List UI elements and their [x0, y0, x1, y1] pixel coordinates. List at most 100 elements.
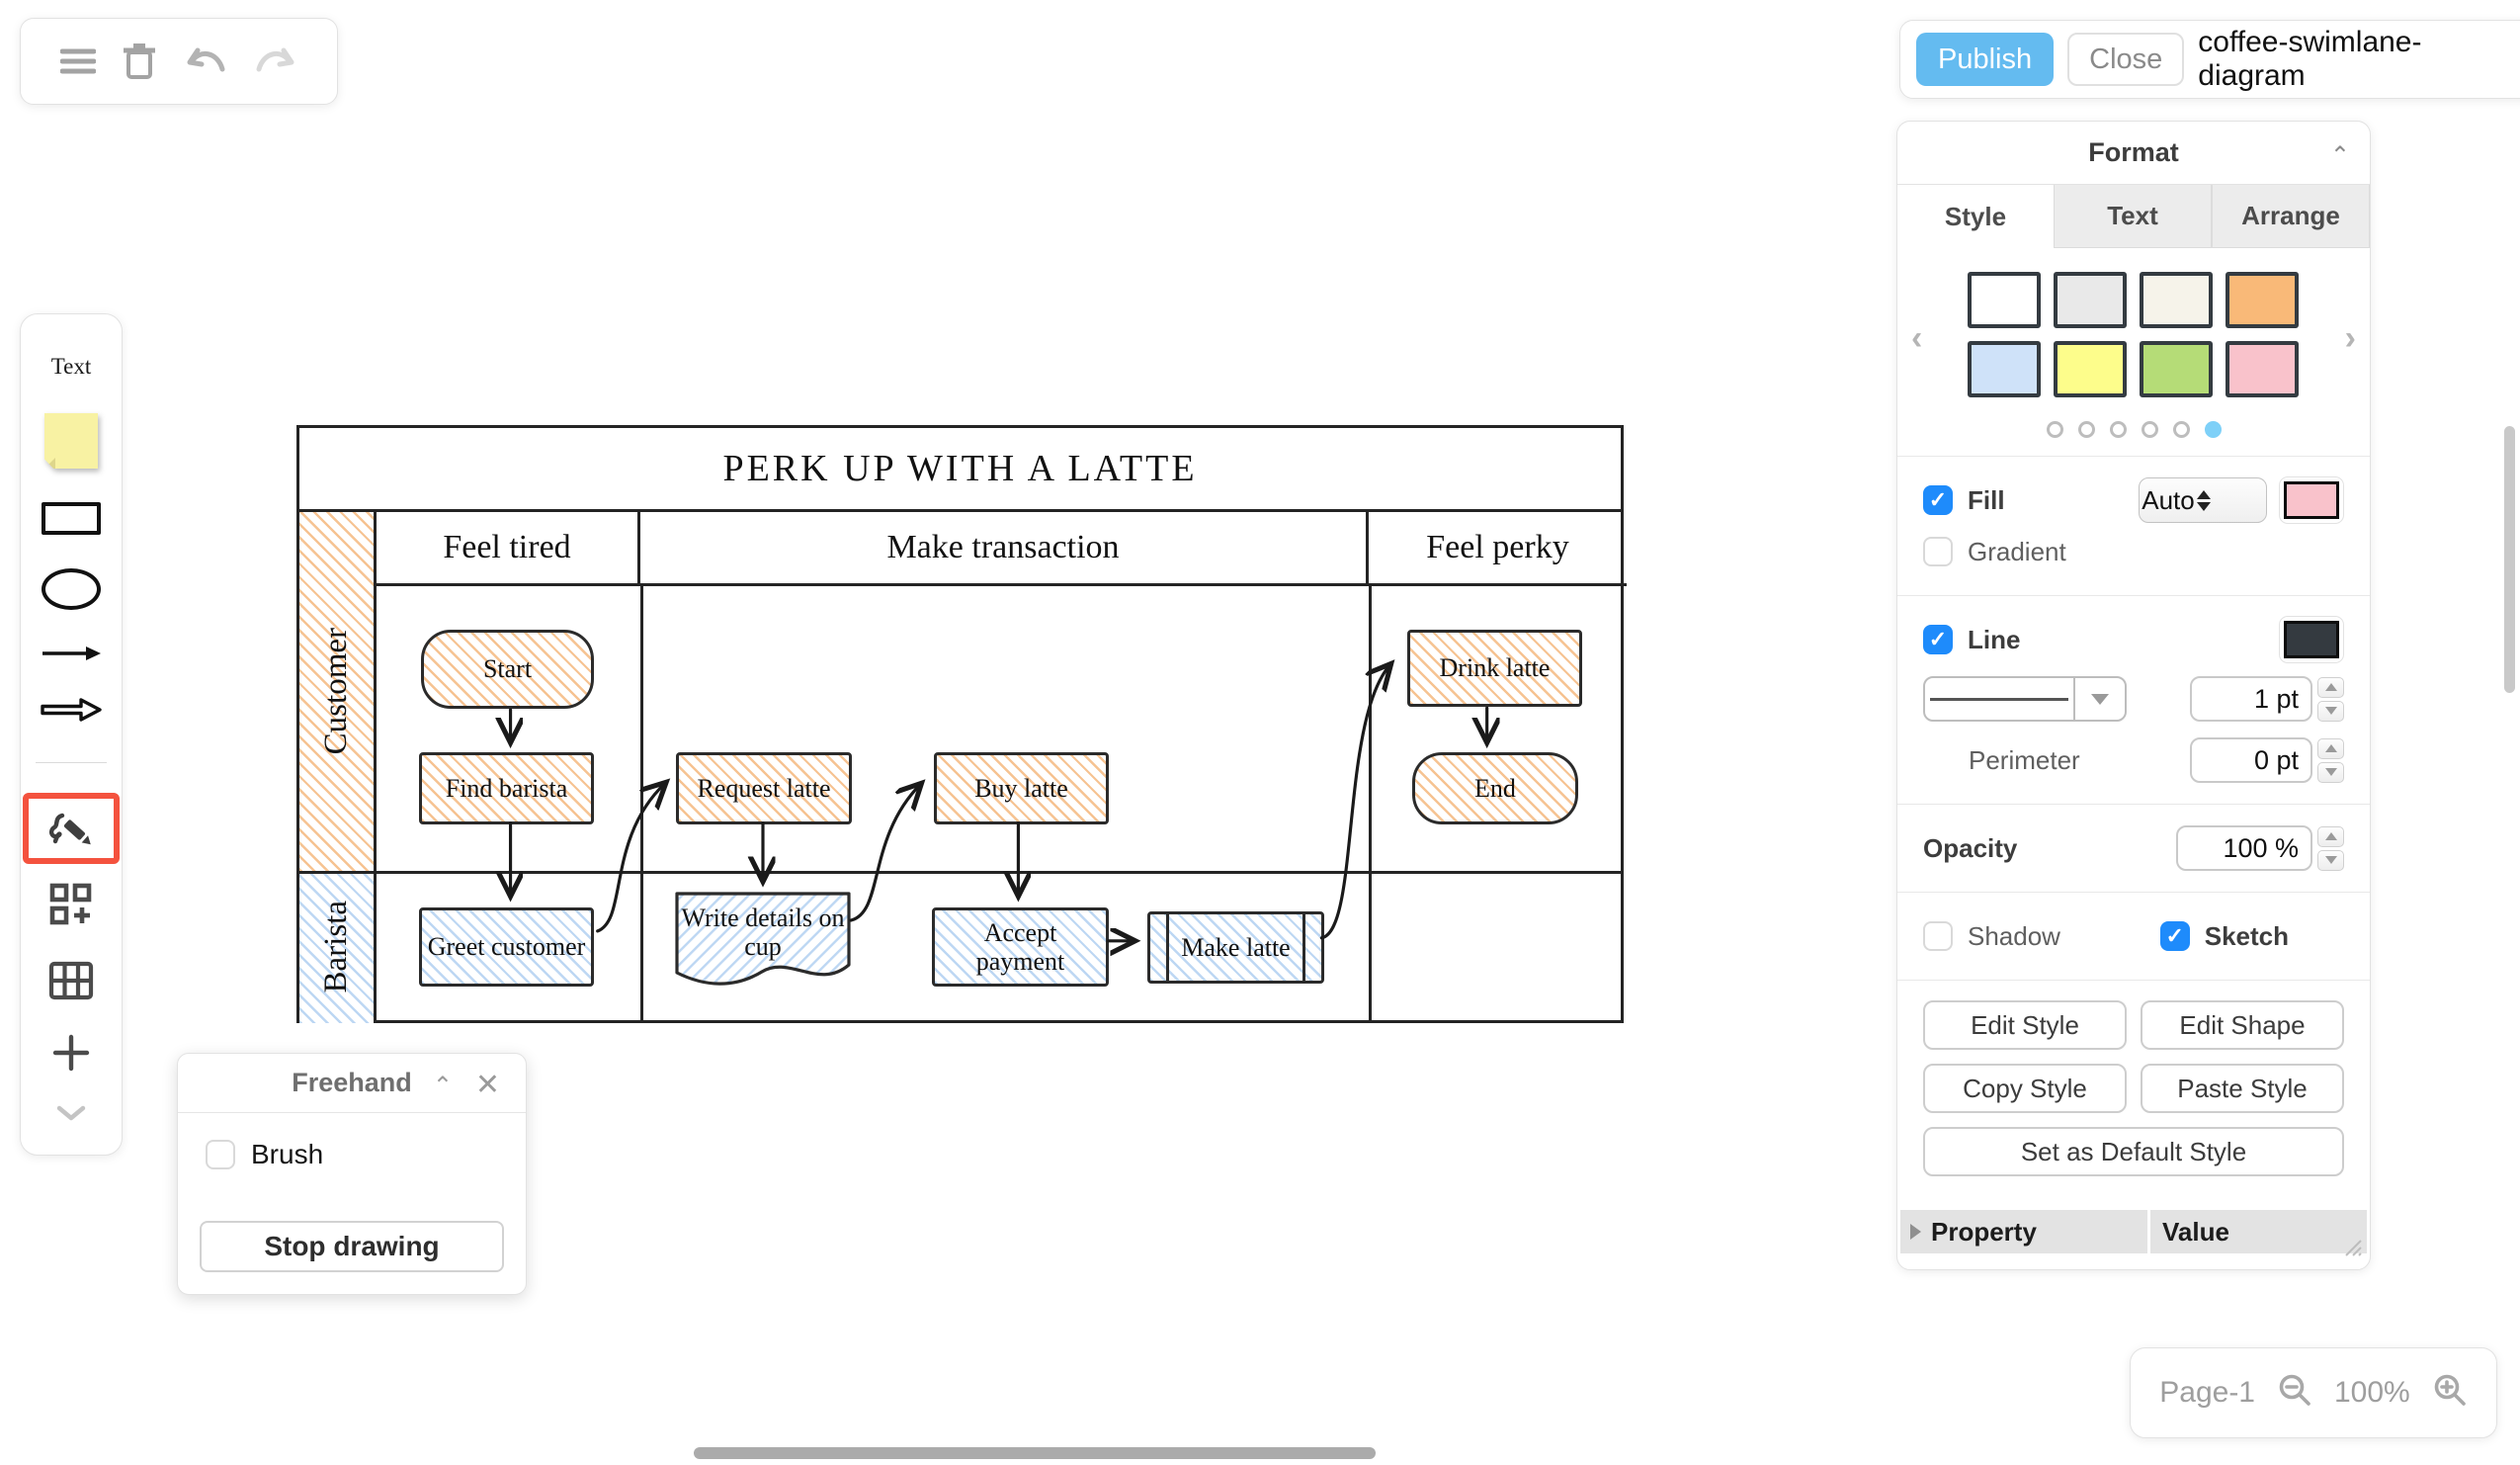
toolbar-divider	[36, 762, 107, 763]
block-arrow-tool[interactable]	[40, 697, 103, 723]
freehand-dialog-header[interactable]: Freehand ⌃ ✕	[178, 1054, 526, 1113]
fill-mode-select[interactable]: Auto	[2139, 477, 2267, 523]
pager-dot[interactable]	[2172, 421, 2190, 438]
tab-arrange[interactable]: Arrange	[2212, 185, 2370, 248]
node-accept-payment[interactable]: Accept payment	[932, 907, 1109, 987]
property-header-cell[interactable]: Property	[1900, 1210, 2147, 1253]
phase-feel-perky[interactable]: Feel perky	[1369, 512, 1627, 586]
style-swatch[interactable]	[2140, 272, 2213, 328]
paste-style-button[interactable]: Paste Style	[2141, 1064, 2344, 1113]
undo-icon[interactable]	[184, 45, 227, 77]
line-width-stepper[interactable]	[2317, 676, 2344, 722]
node-end[interactable]: End	[1412, 752, 1578, 824]
lane-label-barista[interactable]: Barista	[299, 871, 377, 1023]
chevron-left-icon[interactable]: ‹	[1911, 319, 1923, 357]
line-style-select[interactable]	[1923, 676, 2127, 722]
line-color-button[interactable]	[2279, 616, 2344, 663]
opacity-input[interactable]: 100 %	[2176, 825, 2312, 871]
perimeter-input[interactable]: 0 pt	[2190, 737, 2312, 783]
tab-style[interactable]: Style	[1897, 185, 2054, 248]
style-swatch[interactable]	[2054, 272, 2127, 328]
fill-section: ✓ Fill Auto Gradient	[1897, 457, 2370, 596]
opacity-label: Opacity	[1923, 832, 2018, 863]
zoom-in-icon[interactable]	[2432, 1373, 2468, 1414]
node-buy-latte[interactable]: Buy latte	[934, 752, 1109, 824]
edit-shape-button[interactable]: Edit Shape	[2141, 1000, 2344, 1050]
property-table-header: Property Value	[1900, 1210, 2367, 1253]
node-write-details[interactable]: Write details on cup	[673, 890, 853, 992]
freehand-tool-active[interactable]	[23, 792, 120, 864]
panel-resize-handle[interactable]	[2340, 1235, 2362, 1261]
node-start[interactable]: Start	[421, 630, 594, 709]
close-button[interactable]: Close	[2067, 33, 2185, 86]
format-panel-header: Format ⌃	[1897, 122, 2370, 185]
shadow-checkbox[interactable]	[1923, 921, 1953, 951]
insert-tool[interactable]	[52, 1034, 90, 1072]
page-name[interactable]: Page-1	[2159, 1376, 2255, 1409]
fill-color-button[interactable]	[2279, 476, 2344, 524]
zoom-level[interactable]: 100%	[2334, 1376, 2410, 1409]
fill-checkbox[interactable]: ✓	[1923, 485, 1953, 515]
more-shapes-tool[interactable]	[48, 882, 94, 927]
brush-checkbox[interactable]	[206, 1140, 235, 1169]
table-tool[interactable]	[48, 961, 94, 1000]
horizontal-scrollbar[interactable]	[694, 1447, 1376, 1459]
collapse-panel-icon[interactable]: ⌃	[2329, 142, 2350, 169]
property-header-label: Property	[1931, 1216, 2037, 1247]
style-swatch[interactable]	[2140, 341, 2213, 397]
phase-divider	[640, 586, 643, 1020]
node-drink-latte[interactable]: Drink latte	[1407, 630, 1582, 707]
pager-dot[interactable]	[2077, 421, 2095, 438]
style-swatch[interactable]	[1968, 341, 2041, 397]
minimize-icon[interactable]: ⌃	[432, 1073, 453, 1099]
style-swatch[interactable]	[2054, 341, 2127, 397]
tab-text[interactable]: Text	[2054, 185, 2212, 248]
format-panel: Format ⌃ Style Text Arrange ‹ ›	[1896, 121, 2371, 1270]
style-swatch[interactable]	[2226, 272, 2299, 328]
pager-dot-active[interactable]	[2204, 421, 2222, 438]
line-width-input[interactable]: 1 pt	[2190, 676, 2312, 722]
pager-dot[interactable]	[2141, 421, 2158, 438]
phase-make-transaction[interactable]: Make transaction	[640, 512, 1369, 586]
rectangle-tool[interactable]	[42, 502, 101, 535]
node-make-latte[interactable]: Make latte	[1147, 911, 1324, 984]
node-greet-customer[interactable]: Greet customer	[419, 907, 594, 987]
node-request-latte[interactable]: Request latte	[676, 752, 852, 824]
sticky-note-tool[interactable]	[44, 413, 98, 469]
pager-dot[interactable]	[2046, 421, 2063, 438]
expand-shapes-control[interactable]	[56, 1105, 86, 1121]
edit-style-button[interactable]: Edit Style	[1923, 1000, 2127, 1050]
text-tool[interactable]: Text	[50, 354, 92, 379]
arrow-icon	[42, 646, 101, 660]
copy-style-button[interactable]: Copy Style	[1923, 1064, 2127, 1113]
line-checkbox[interactable]: ✓	[1923, 625, 1953, 654]
phase-feel-tired[interactable]: Feel tired	[377, 512, 640, 586]
chevron-down-icon	[2073, 678, 2125, 720]
publish-button[interactable]: Publish	[1916, 33, 2055, 86]
hamburger-menu-icon[interactable]	[59, 47, 96, 75]
chevron-right-icon[interactable]: ›	[2344, 319, 2356, 357]
style-swatch[interactable]	[2226, 341, 2299, 397]
set-default-style-button[interactable]: Set as Default Style	[1923, 1127, 2344, 1176]
document-title[interactable]: coffee-swimlane-diagram	[2198, 26, 2422, 92]
gradient-checkbox[interactable]	[1923, 537, 1953, 566]
sketch-checkbox[interactable]: ✓	[2159, 921, 2190, 951]
trash-icon[interactable]	[123, 43, 156, 80]
node-find-barista[interactable]: Find barista	[419, 752, 594, 824]
redo-icon[interactable]	[254, 45, 297, 77]
pager-dot[interactable]	[2109, 421, 2127, 438]
lane-label-customer[interactable]: Customer	[299, 512, 377, 871]
perimeter-stepper[interactable]	[2317, 737, 2344, 783]
rectangle-shape-icon	[42, 502, 101, 535]
format-tabs: Style Text Arrange	[1897, 185, 2370, 248]
style-swatch[interactable]	[1968, 272, 2041, 328]
swimlane-pool[interactable]: PERK UP WITH A LATTE Customer Barista Fe…	[296, 425, 1627, 1023]
vertical-scrollbar[interactable]	[2504, 426, 2515, 693]
pool-title[interactable]: PERK UP WITH A LATTE	[299, 428, 1621, 512]
close-icon[interactable]: ✕	[474, 1069, 500, 1101]
zoom-out-icon[interactable]	[2277, 1373, 2312, 1414]
opacity-stepper[interactable]	[2317, 825, 2344, 871]
ellipse-tool[interactable]	[42, 568, 101, 610]
stop-drawing-button[interactable]: Stop drawing	[200, 1221, 504, 1272]
arrow-tool[interactable]	[41, 644, 102, 663]
